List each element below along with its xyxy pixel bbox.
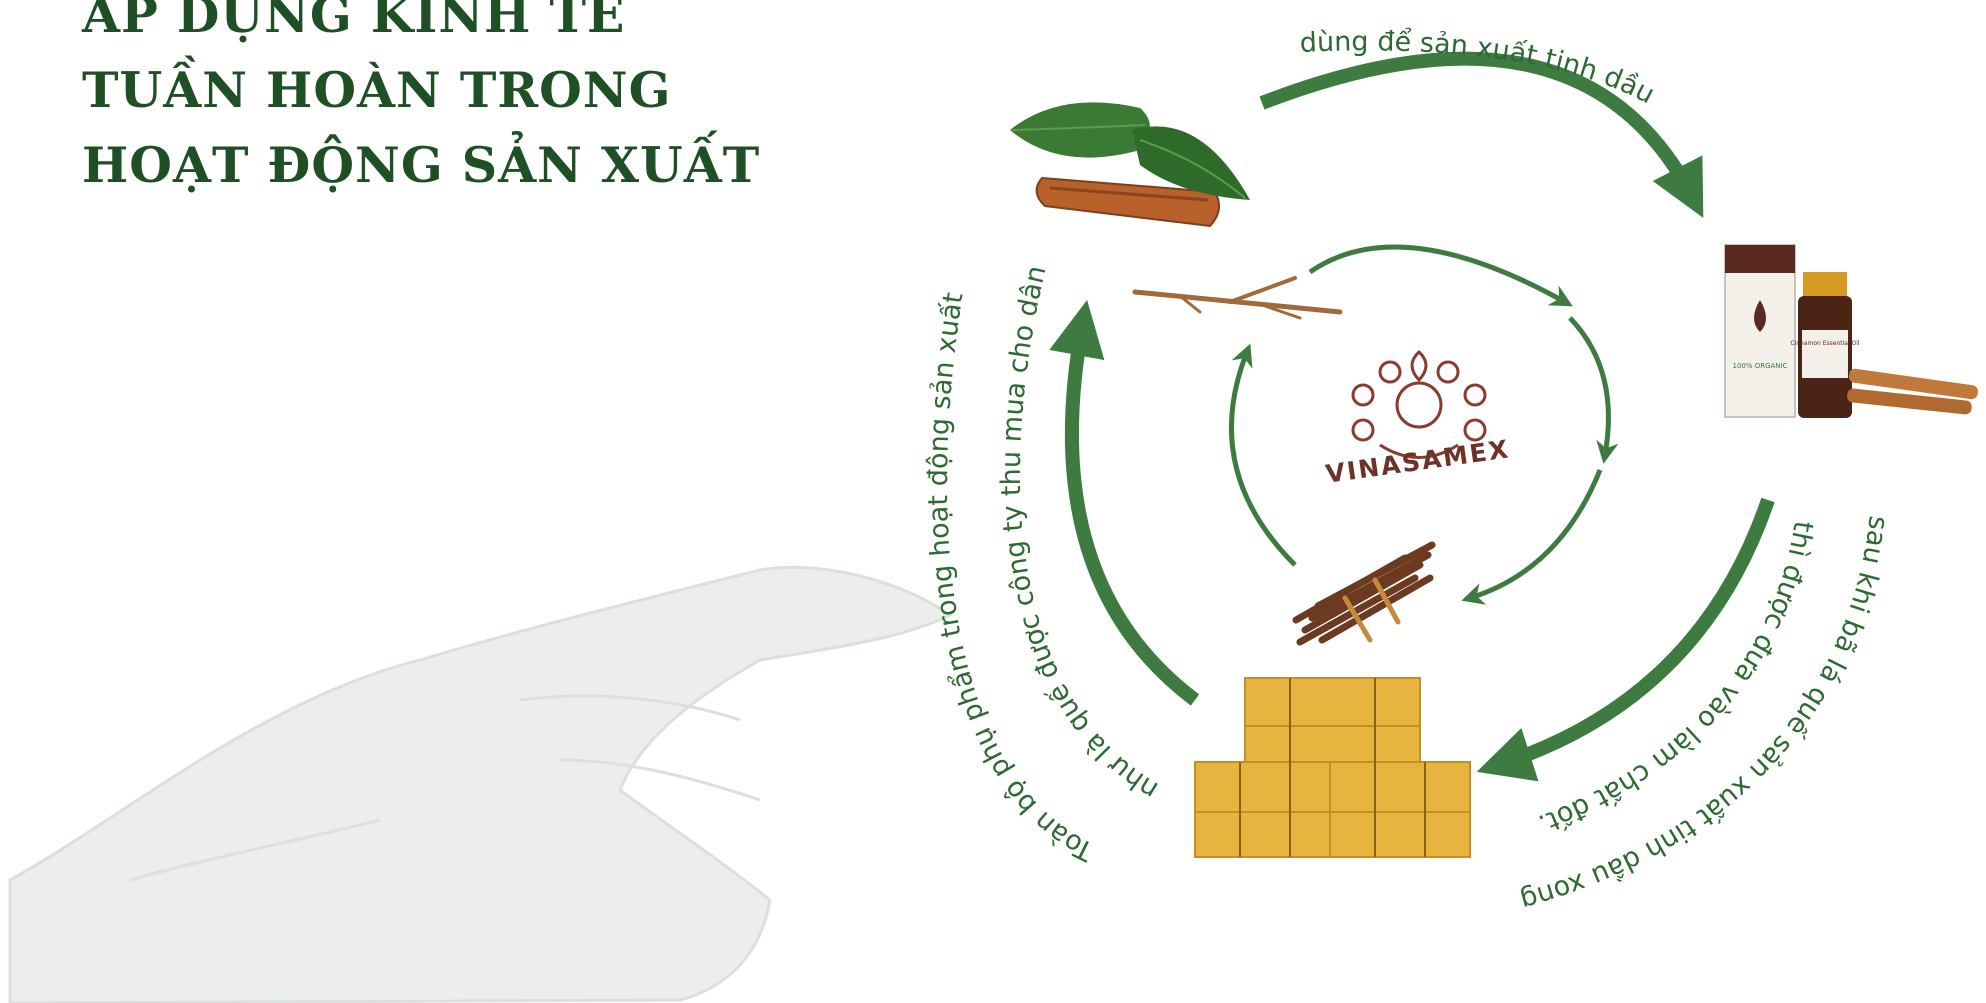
bottle-label-text: Cinnamon Essential Oil <box>1790 340 1860 347</box>
title-line-1: Áp dụng kinh tế <box>82 0 626 44</box>
outer-arrow-right <box>1476 497 1775 782</box>
hay-bales-icon <box>1194 677 1471 858</box>
inner-arrow-top <box>1308 244 1573 307</box>
label-right-inner-path: thì được đưa vào làm chất đốt. <box>1534 519 1819 840</box>
page-title: Áp dụng kinh tế tuần hoàn trong hoạt độn… <box>82 0 760 203</box>
label-right-inner: thì được đưa vào làm chất đốt. <box>1534 519 1819 840</box>
title-line-2: tuần hoàn trong <box>82 61 672 119</box>
bottle-organic-text: 100% ORGANIC <box>1732 362 1787 370</box>
inner-arrow-bottom-right <box>1461 469 1603 605</box>
vinasamex-logo: VINASAMEX <box>1324 349 1512 489</box>
cinnamon-leaf-icon <box>1010 102 1250 228</box>
inner-arrow-left <box>1228 343 1297 567</box>
logo-text: VINASAMEX <box>1324 434 1512 489</box>
outer-arrow-left <box>1049 299 1200 706</box>
essential-oil-icon: 100% ORGANIC Cinnamon Essential Oil <box>1724 244 1978 418</box>
cinnamon-bundle-icon <box>1292 541 1436 646</box>
twig-icon <box>1132 276 1343 320</box>
inner-arrow-right <box>1568 316 1619 464</box>
outer-arrow-top <box>1259 51 1704 218</box>
hand-sketch-icon <box>8 565 953 1003</box>
title-line-3: hoạt động sản xuất <box>82 136 761 194</box>
